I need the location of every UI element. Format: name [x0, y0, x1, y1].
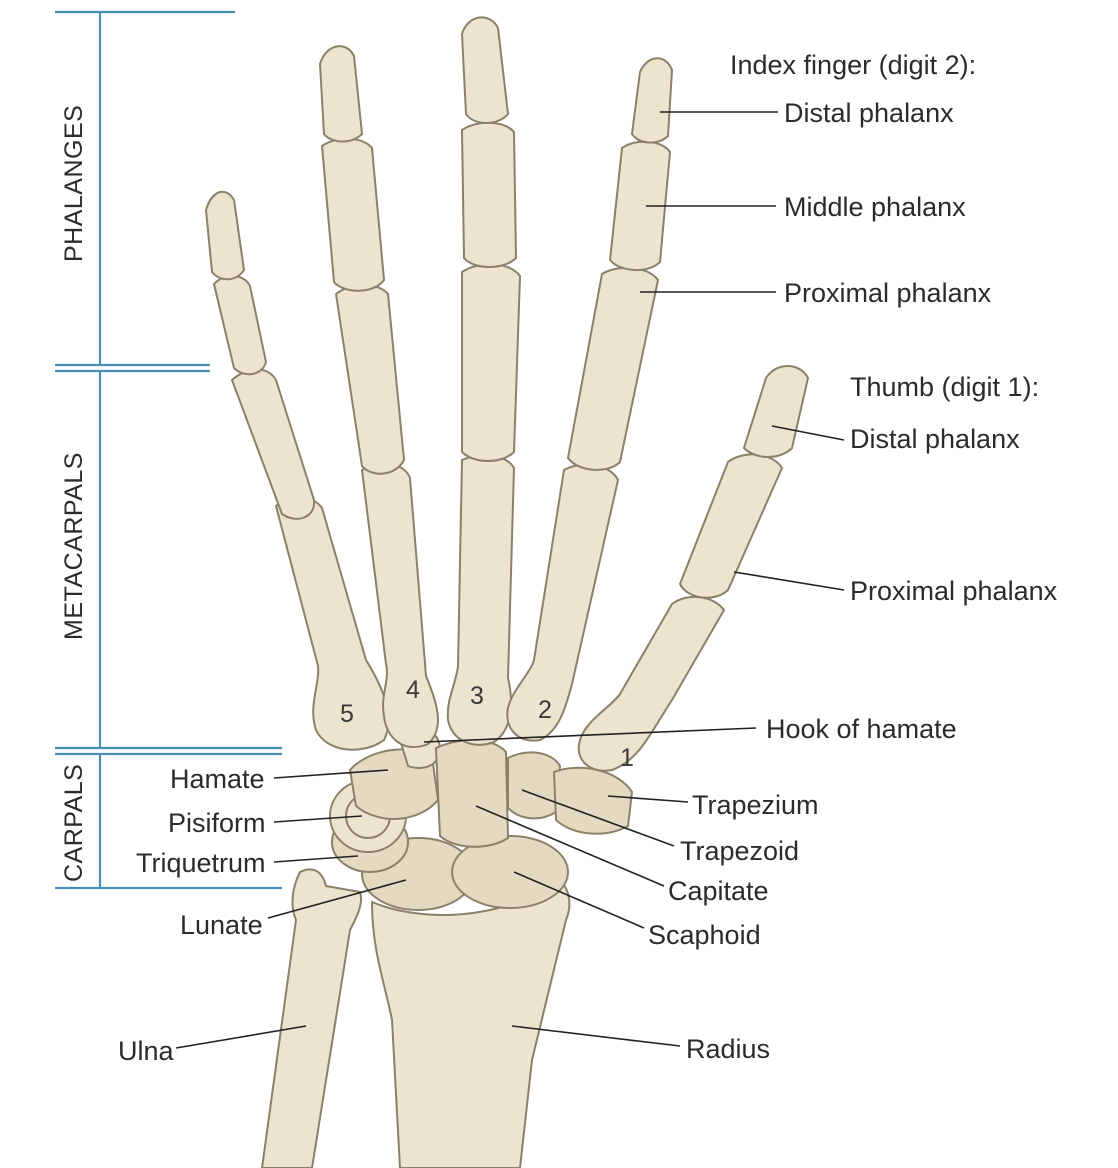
metacarpal-1 — [579, 597, 724, 771]
index-proximal-phalanx — [568, 268, 658, 470]
index-distal-phalanx — [632, 58, 672, 142]
scaphoid-label: Scaphoid — [648, 920, 761, 950]
little-distal-phalanx — [206, 192, 244, 280]
capitate-label: Capitate — [668, 876, 769, 906]
radius-bone — [372, 880, 569, 1168]
metacarpal-number-3: 3 — [470, 682, 484, 710]
metacarpal-number-2: 2 — [538, 696, 552, 724]
radius-label: Radius — [686, 1034, 770, 1064]
thumb-phalanges — [680, 366, 808, 598]
capitate-bone — [436, 740, 508, 847]
phalanges-section-label: PHALANGES — [60, 105, 88, 262]
metacarpal-number-5: 5 — [340, 700, 354, 728]
little-proximal-phalanx — [232, 370, 314, 519]
middle-middle-phalanx — [462, 123, 516, 267]
trapezoid-bone — [508, 752, 560, 818]
middle-finger-phalanges — [462, 17, 520, 461]
metacarpals-section-label: METACARPALS — [60, 452, 88, 640]
metacarpal-2 — [507, 465, 618, 741]
ring-distal-phalanx — [320, 46, 362, 141]
lunate-label: Lunate — [180, 910, 263, 940]
index-finger-phalanges — [568, 58, 672, 470]
thumb-distal-phalanx — [744, 366, 808, 457]
index-proximal-phalanx-label: Proximal phalanx — [784, 278, 992, 308]
hamate-label: Hamate — [170, 764, 265, 794]
section-brackets — [55, 12, 282, 888]
ulna-label: Ulna — [118, 1036, 175, 1066]
thumb-proximal-phalanx-label: Proximal phalanx — [850, 576, 1058, 606]
index-middle-phalanx-label: Middle phalanx — [784, 192, 966, 222]
little-finger-phalanges — [206, 192, 314, 519]
triquetrum-label: Triquetrum — [136, 848, 266, 878]
thumb-distal-phalanx-label: Distal phalanx — [850, 424, 1020, 454]
ring-middle-phalanx — [322, 139, 384, 291]
carpals-section-label: CARPALS — [60, 764, 88, 882]
hook-of-hamate-label: Hook of hamate — [766, 714, 957, 744]
middle-distal-phalanx — [462, 17, 508, 123]
ulna-bone — [262, 869, 361, 1168]
middle-proximal-phalanx — [462, 264, 520, 461]
ring-finger-phalanges — [320, 46, 404, 474]
trapezoid-label: Trapezoid — [680, 836, 799, 866]
index-finger-heading: Index finger (digit 2): — [730, 50, 976, 80]
forearm-bones — [262, 869, 569, 1168]
thumb-proximal-phalanx — [680, 454, 782, 597]
metacarpal-number-4: 4 — [406, 676, 420, 704]
trapezium-bone — [554, 768, 632, 834]
little-middle-phalanx — [214, 276, 266, 374]
index-distal-phalanx-label: Distal phalanx — [784, 98, 954, 128]
pisiform-label: Pisiform — [168, 808, 266, 838]
ring-proximal-phalanx — [336, 285, 404, 474]
metacarpal-number-1: 1 — [620, 744, 634, 772]
thumb-heading: Thumb (digit 1): — [850, 372, 1039, 402]
trapezium-label: Trapezium — [692, 790, 819, 820]
